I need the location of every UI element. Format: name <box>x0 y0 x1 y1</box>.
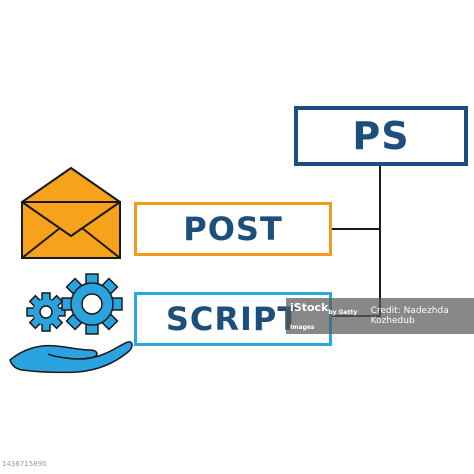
watermark-credit: Credit: Nadezhda Kozhedub <box>370 306 449 326</box>
script-label: SCRIPT <box>165 300 301 338</box>
post-label: POST <box>183 210 283 248</box>
connector-post-horizontal <box>332 228 381 230</box>
hand-icon <box>9 341 133 374</box>
gears-icon <box>26 273 123 335</box>
watermark-brand: iStockby Getty Images <box>290 300 358 332</box>
stock-watermark: iStockby Getty Images Credit: Nadezhda K… <box>286 298 474 334</box>
ps-label: PS <box>352 114 410 158</box>
stock-id: 1436715890 <box>2 460 47 468</box>
post-box: POST <box>134 202 332 256</box>
ps-box: PS <box>294 106 468 166</box>
envelope-icon <box>21 167 121 259</box>
script-box: SCRIPT <box>134 292 332 346</box>
connector-vertical <box>379 166 381 317</box>
